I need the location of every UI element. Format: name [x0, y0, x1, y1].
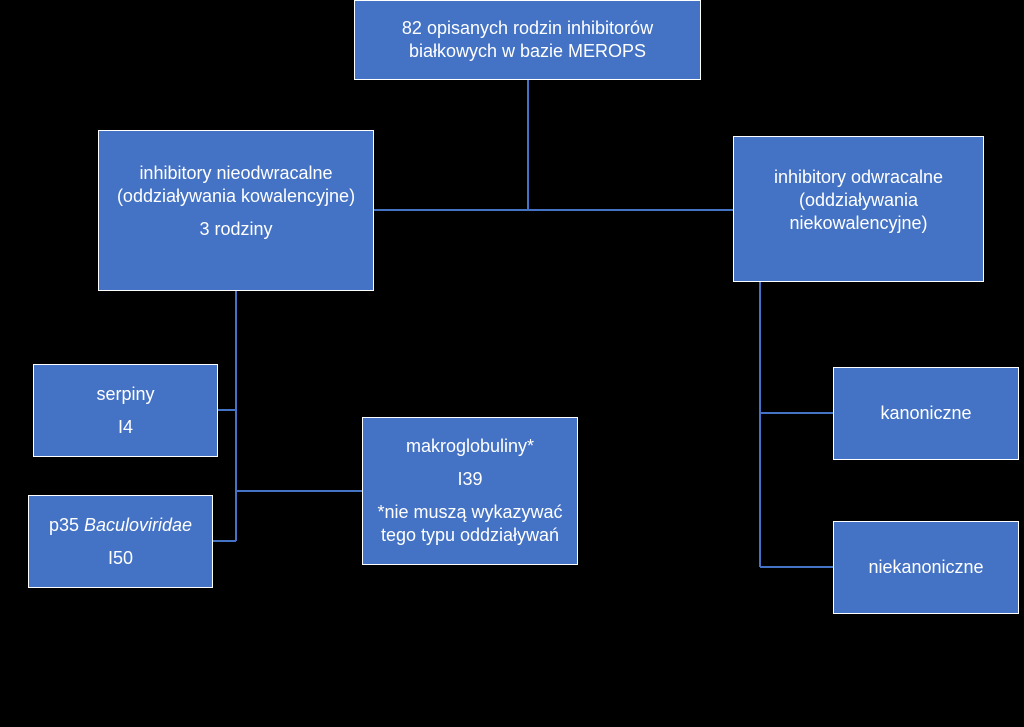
serpins-name: serpiny — [96, 383, 155, 404]
macroglobulins-name: makroglobuliny* — [405, 436, 535, 456]
root-node-merops: 82 opisanych rodzin inhibitorów białkowy… — [354, 0, 701, 80]
node-irreversible-inhibitors: inhibitory nieodwracalne (oddziaływania … — [98, 130, 374, 291]
irreversible-line-2: (oddziaływania kowalencyjne) — [116, 186, 356, 206]
node-noncanonical: niekanoniczne — [833, 521, 1019, 614]
irreversible-line-1: inhibitory nieodwracalne — [139, 163, 333, 183]
macroglobulins-note-line-2: tego typu oddziaływań — [380, 525, 560, 545]
p35-name: p35 Baculoviridae — [49, 514, 192, 537]
serpins-code: I4 — [117, 416, 133, 437]
canonical-label: kanoniczne — [880, 403, 972, 423]
p35-code: I50 — [107, 547, 134, 568]
node-serpins: serpiny I4 — [33, 364, 218, 457]
macroglobulins-note-line-1: *nie muszą wykazywać — [377, 502, 563, 522]
node-p35-baculoviridae: p35 Baculoviridae I50 — [28, 495, 213, 588]
p35-name-italic: Baculoviridae — [83, 514, 193, 535]
irreversible-count: 3 rodziny — [199, 219, 273, 239]
reversible-line-1: inhibitory odwracalne — [773, 166, 944, 187]
macroglobulins-code: I39 — [457, 469, 483, 489]
node-canonical: kanoniczne — [833, 367, 1019, 460]
reversible-line-2: (oddziaływania — [798, 189, 919, 210]
root-line-1: 82 opisanych rodzin inhibitorów — [401, 18, 654, 38]
noncanonical-label: niekanoniczne — [868, 557, 984, 577]
p35-name-plain: p35 — [48, 514, 84, 535]
node-reversible-inhibitors: inhibitory odwracalne (oddziaływania nie… — [733, 136, 984, 282]
node-macroglobulins: makroglobuliny* I39 *nie muszą wykazywać… — [362, 417, 578, 565]
root-line-2: białkowych w bazie MEROPS — [408, 41, 647, 61]
reversible-line-3: niekowalencyjne) — [789, 212, 928, 233]
